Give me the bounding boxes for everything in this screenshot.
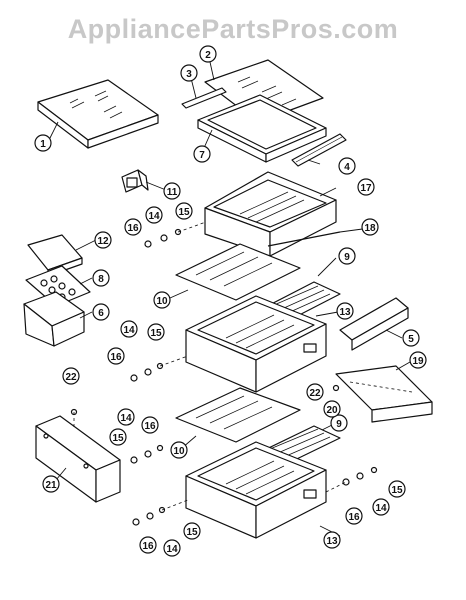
shelf-frame-part-7 <box>197 94 327 163</box>
svg-text:3: 3 <box>186 69 192 80</box>
callout-16-d: 16 <box>139 536 157 554</box>
drawer-part-17 <box>204 171 337 257</box>
callout-16-e: 16 <box>345 507 363 525</box>
svg-text:13: 13 <box>326 536 338 547</box>
svg-text:22: 22 <box>65 372 77 383</box>
svg-text:15: 15 <box>150 328 162 339</box>
callout-labels: 1 2 3 4 5 6 7 8 9 9 10 10 11 12 13 13 14… <box>34 45 427 557</box>
svg-text:16: 16 <box>144 421 156 432</box>
callout-17: 17 <box>357 178 375 196</box>
callout-6: 6 <box>92 303 110 321</box>
callout-21: 21 <box>42 475 60 493</box>
callout-13-upper: 13 <box>336 302 354 320</box>
callout-12: 12 <box>94 231 112 249</box>
crisper-cover-part-10-upper <box>175 243 301 301</box>
crisper-drawer-part-13-upper <box>185 295 327 393</box>
trim-strip-part-3 <box>181 87 227 109</box>
watermark: AppliancePartsPros.com <box>67 14 399 44</box>
svg-text:15: 15 <box>112 433 124 444</box>
svg-text:6: 6 <box>98 308 104 319</box>
callout-15-a: 15 <box>175 202 193 220</box>
svg-text:20: 20 <box>326 405 338 416</box>
svg-text:15: 15 <box>178 207 190 218</box>
callout-14-d: 14 <box>163 539 181 557</box>
callout-22-a: 22 <box>62 367 80 385</box>
callout-14-a: 14 <box>145 206 163 224</box>
callout-1: 1 <box>34 134 52 152</box>
svg-text:15: 15 <box>391 485 403 496</box>
bracket-part-11 <box>121 169 149 193</box>
svg-text:17: 17 <box>360 183 372 194</box>
callout-7: 7 <box>193 145 211 163</box>
callout-13-lower: 13 <box>323 531 341 549</box>
svg-text:12: 12 <box>97 236 109 247</box>
callout-16-a: 16 <box>124 218 142 236</box>
crisper-cover-part-10-lower <box>175 387 301 443</box>
callout-15-c: 15 <box>109 428 127 446</box>
side-rail-part-19 <box>335 365 433 423</box>
svg-text:8: 8 <box>98 274 104 285</box>
rod-part-18 <box>267 231 341 247</box>
callout-9-upper: 9 <box>338 247 356 265</box>
svg-text:14: 14 <box>166 544 178 555</box>
svg-text:2: 2 <box>205 50 211 61</box>
callout-8: 8 <box>92 269 110 287</box>
svg-text:11: 11 <box>167 187 178 198</box>
callout-15-d: 15 <box>183 522 201 540</box>
crisper-drawer-part-13-lower <box>185 441 327 539</box>
callout-18: 18 <box>361 218 379 236</box>
callout-16-c: 16 <box>141 416 159 434</box>
callout-10-upper: 10 <box>153 291 171 309</box>
callout-5: 5 <box>402 329 420 347</box>
svg-text:5: 5 <box>408 334 414 345</box>
svg-text:16: 16 <box>127 223 139 234</box>
rail-part-4 <box>291 133 347 167</box>
svg-text:7: 7 <box>199 150 205 161</box>
callout-19: 19 <box>409 351 427 369</box>
callout-11: 11 <box>163 182 181 200</box>
callout-14-e: 14 <box>372 498 390 516</box>
svg-text:1: 1 <box>40 139 46 150</box>
svg-text:14: 14 <box>148 211 160 222</box>
svg-text:16: 16 <box>110 352 122 363</box>
glass-shelf-part-1 <box>37 79 159 149</box>
svg-text:15: 15 <box>186 527 198 538</box>
leader-lines <box>47 61 411 537</box>
callout-3: 3 <box>180 64 198 82</box>
svg-text:10: 10 <box>173 446 185 457</box>
svg-text:19: 19 <box>412 356 424 367</box>
svg-text:18: 18 <box>364 223 376 234</box>
callout-20: 20 <box>323 400 341 418</box>
bin-part-6 <box>23 291 85 347</box>
callout-14-b: 14 <box>120 320 138 338</box>
svg-text:9: 9 <box>336 419 342 430</box>
callout-14-c: 14 <box>117 408 135 426</box>
callout-15-b: 15 <box>147 323 165 341</box>
svg-text:21: 21 <box>45 480 57 491</box>
svg-text:4: 4 <box>344 162 350 173</box>
svg-text:14: 14 <box>375 503 387 514</box>
callout-9-lower: 9 <box>330 414 348 432</box>
svg-text:16: 16 <box>348 512 360 523</box>
svg-text:13: 13 <box>339 307 351 318</box>
callout-15-e: 15 <box>388 480 406 498</box>
callout-22-b: 22 <box>306 383 324 401</box>
callout-2: 2 <box>199 45 217 63</box>
svg-text:16: 16 <box>142 541 154 552</box>
hardware-screws <box>70 221 378 526</box>
svg-text:14: 14 <box>120 413 132 424</box>
svg-text:10: 10 <box>156 296 168 307</box>
svg-text:9: 9 <box>344 252 350 263</box>
callout-10-lower: 10 <box>170 441 188 459</box>
svg-text:22: 22 <box>309 388 321 399</box>
slide-bracket-part-5 <box>339 297 409 351</box>
side-rail-part-21 <box>35 415 121 503</box>
callout-16-b: 16 <box>107 347 125 365</box>
callout-4: 4 <box>338 157 356 175</box>
svg-text:14: 14 <box>123 325 135 336</box>
